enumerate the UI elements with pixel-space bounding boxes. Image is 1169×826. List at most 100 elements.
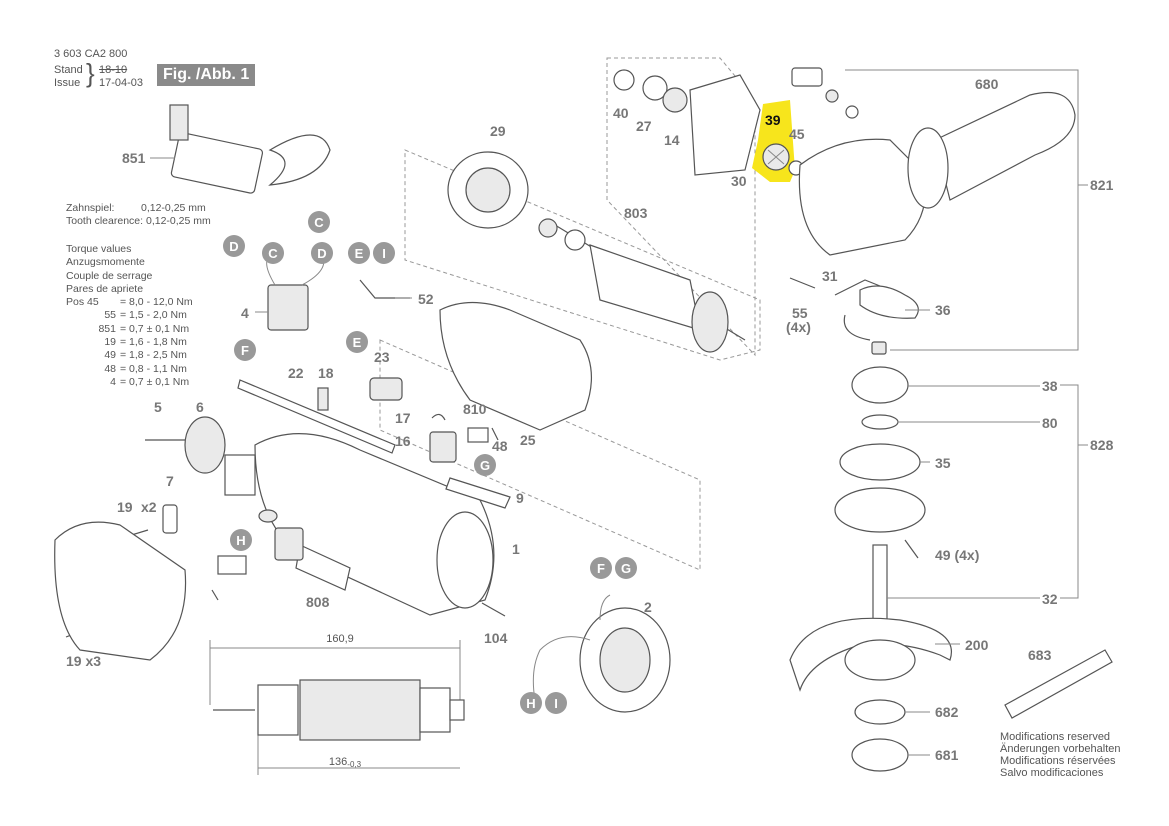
part-30-flange: [689, 74, 761, 176]
part-48-screw-2: [211, 589, 219, 601]
bracket-828: [1060, 384, 1088, 599]
connector-i-1: I: [373, 242, 395, 264]
label-828: 828: [1090, 437, 1114, 453]
label-104: 104: [484, 630, 508, 646]
label-45: 45: [789, 126, 805, 142]
label-32: 32: [1042, 591, 1058, 607]
svg-text:I: I: [554, 696, 558, 711]
torque-row: Pos 45= 8,0 - 12,0 Nm: [66, 296, 226, 309]
label-200: 200: [965, 637, 989, 653]
label-808: 808: [306, 594, 330, 610]
torque-title-de: Anzugsmomente: [66, 256, 145, 269]
label-683: 683: [1028, 647, 1052, 663]
tooth-clearance-value-en: 0,12-0,25 mm: [145, 215, 211, 227]
figure-label: Fig. /Abb. 1: [157, 64, 256, 86]
tooth-clearance-label-en: Tooth clearence:: [66, 215, 144, 227]
label-80: 80: [1042, 415, 1058, 431]
part-803-armature: [538, 218, 746, 353]
assembly-outline-armature: [404, 149, 761, 361]
part-683-spanner: [1004, 649, 1113, 719]
torque-pos: 49: [104, 349, 116, 362]
part-200-collar: [844, 639, 916, 681]
part-682-flange: [854, 699, 906, 725]
modifications-notice: Modifications reserved Änderungen vorbeh…: [1000, 731, 1120, 779]
dim-core-value: 136: [329, 756, 347, 768]
label-4x: (4x): [786, 319, 811, 335]
part-4-switch: [255, 254, 325, 331]
part-55-screw: [789, 277, 816, 289]
dimension-drawing: 160,9 136-0,3: [209, 633, 465, 775]
housing-opening: [436, 511, 494, 609]
label-38: 38: [1042, 378, 1058, 394]
label-25: 25: [520, 432, 536, 448]
label-5: 5: [154, 399, 162, 415]
part-17-ring: [258, 509, 278, 523]
label-39-highlighted: 39: [765, 112, 781, 128]
label-680: 680: [975, 76, 999, 92]
part-36-bracket: [859, 285, 919, 319]
assembly-outline-housing: [379, 339, 701, 571]
svg-text:H: H: [236, 533, 245, 548]
part-35-gasket: [839, 443, 921, 481]
part-680-handle: [907, 91, 1076, 209]
modifications-fr: Modifications réservées: [1000, 755, 1116, 767]
part-40-circlip: [613, 69, 635, 91]
connector-d-1: D: [223, 235, 245, 257]
modifications-es: Salvo modificaciones: [1000, 767, 1104, 779]
torque-value: = 0,7 ± 0,1 Nm: [120, 375, 190, 388]
label-19: 19: [117, 499, 133, 515]
stand-label: Stand: [54, 64, 83, 76]
label-52: 52: [418, 291, 434, 307]
svg-text:C: C: [314, 215, 324, 230]
part-14-bearing: [662, 87, 688, 113]
stand-value: 18-10: [99, 64, 128, 76]
label-803: 803: [624, 205, 648, 221]
part-25-housing-half: [439, 301, 593, 431]
modifications-en: Modifications reserved: [1000, 731, 1111, 743]
part-18-spring: [317, 387, 329, 411]
part-49-screw: [904, 539, 919, 559]
part-2-stator: [532, 594, 671, 713]
torque-title-fr: Couple de serrage: [66, 269, 153, 282]
tooth-clearance-en: Tooth clearence: 0,12-0,25 mm: [66, 215, 211, 228]
svg-text:D: D: [317, 246, 326, 261]
part-spring-top: [825, 89, 839, 103]
part-bearing-small: [871, 341, 887, 355]
part-38-crown-gear: [851, 366, 909, 404]
torque-pos: 851: [98, 322, 116, 335]
torque-pos: Pos 45: [66, 296, 99, 309]
part-23-button: [369, 377, 403, 401]
part-spindle-lock: [791, 67, 823, 87]
torque-value: = 1,8 - 2,5 Nm: [120, 349, 187, 362]
part-200-guard: [789, 617, 952, 692]
connector-h-2: H: [520, 692, 542, 714]
svg-text:I: I: [382, 246, 386, 261]
torque-row: 4= 0,7 ± 0,1 Nm: [66, 376, 226, 389]
label-22: 22: [288, 365, 304, 381]
svg-text:D: D: [229, 239, 238, 254]
connector-h-1: H: [230, 529, 252, 551]
modifications-de: Änderungen vorbehalten: [1000, 743, 1121, 755]
torque-row: 48= 0,8 - 1,1 Nm: [66, 363, 226, 376]
torque-values-block: Torque values Anzugsmomente Couple de se…: [66, 243, 226, 389]
torque-value: = 1,5 - 2,0 Nm: [120, 309, 187, 322]
brace-glyph: }: [86, 58, 95, 88]
label-18: 18: [318, 365, 334, 381]
part-29-fan: [447, 151, 529, 229]
part-labels: 851 4 52 22 18 23 17 810 48 16 5 6 7 19 …: [66, 76, 1114, 763]
label-9: 9: [516, 490, 524, 506]
document-number: 3 603 CA2 800: [54, 48, 128, 60]
part-27-ring: [642, 75, 668, 101]
torque-value: = 0,7 ± 0,1 Nm: [120, 322, 190, 335]
label-40: 40: [613, 105, 629, 121]
label-6: 6: [196, 399, 204, 415]
label-821: 821: [1090, 177, 1114, 193]
label-14: 14: [664, 132, 680, 148]
connector-i-2: I: [545, 692, 567, 714]
leader-lines: [887, 309, 1040, 756]
label-29: 29: [490, 123, 506, 139]
tooth-clearance-value-de: 0,12-0,25 mm: [141, 202, 206, 214]
dim-core-tolerance: -0,3: [347, 760, 361, 769]
label-30: 30: [731, 173, 747, 189]
connector-g-2: G: [615, 557, 637, 579]
